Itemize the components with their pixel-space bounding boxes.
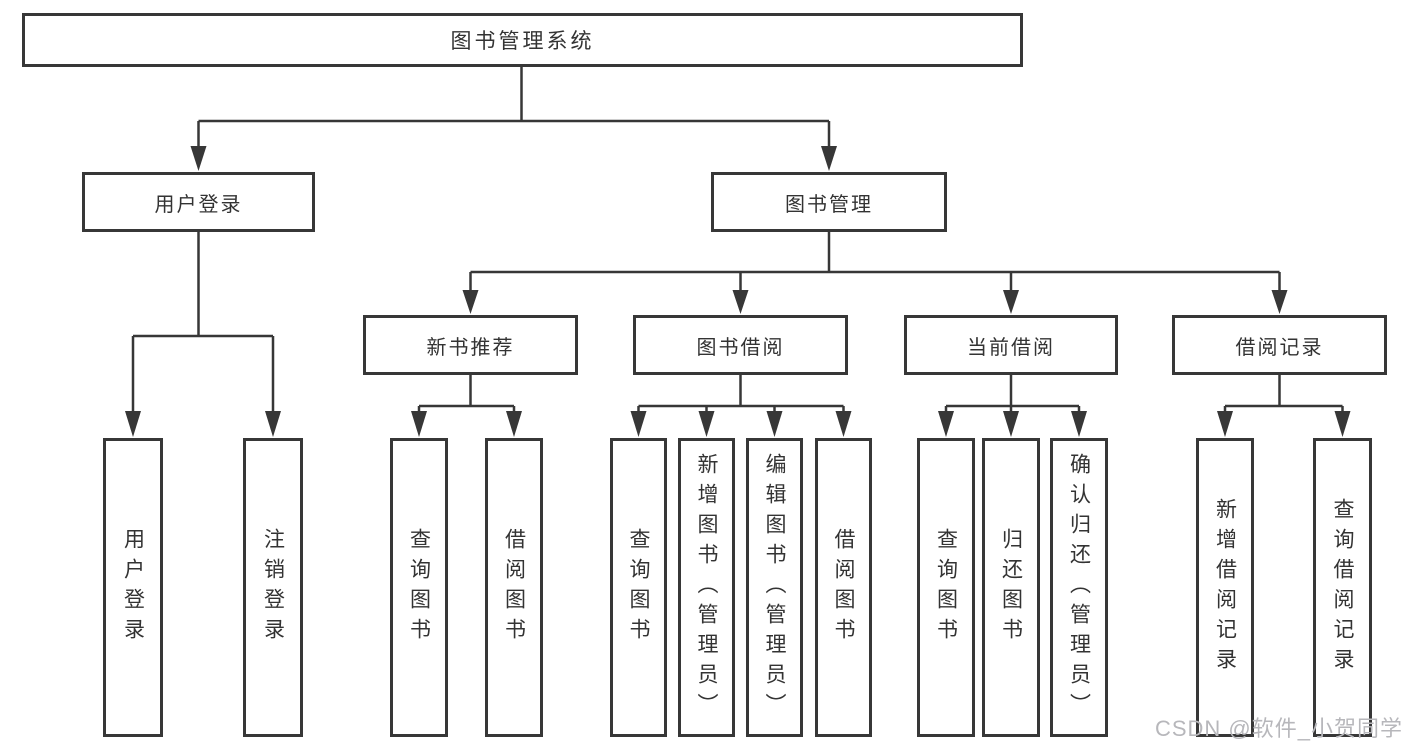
arrowhead: [1003, 411, 1019, 437]
leaf-add-book-admin: 新增图书（管理员）: [678, 438, 735, 737]
leaf-query-books-recommend: 查询图书: [390, 438, 448, 737]
arrowhead: [125, 411, 141, 437]
leaf-query-books-borrow-label: 查询图书: [627, 527, 650, 648]
leaf-edit-book-admin-label: 编辑图书（管理员）: [763, 452, 786, 723]
leaf-borrow-books-recommend-label: 借阅图书: [502, 527, 526, 648]
node-user-login: 用户登录: [82, 172, 315, 232]
leaf-logout: 注销登录: [243, 438, 303, 737]
node-book-management-label: 图书管理: [785, 193, 873, 216]
arrowhead: [1334, 411, 1351, 437]
leaf-query-books-current: 查询图书: [917, 438, 975, 737]
leaf-user-login-label: 用户登录: [121, 527, 145, 648]
node-current-borrow-label: 当前借阅: [967, 336, 1055, 359]
node-user-login-label: 用户登录: [154, 193, 243, 216]
leaf-return-book: 归还图书: [982, 438, 1040, 737]
arrowhead: [766, 411, 783, 437]
leaf-query-books-current-label: 查询图书: [934, 527, 958, 648]
node-root-label: 图书管理系统: [450, 30, 595, 53]
arrowhead: [1217, 411, 1233, 437]
leaf-query-books-borrow: 查询图书: [610, 438, 667, 737]
node-new-book-recommend-label: 新书推荐: [426, 336, 515, 359]
arrowhead: [732, 290, 749, 314]
arrowhead: [1003, 290, 1019, 314]
arrowhead: [630, 411, 647, 437]
arrowhead: [462, 290, 479, 314]
arrowhead: [190, 146, 207, 171]
leaf-add-book-admin-label: 新增图书（管理员）: [695, 452, 718, 723]
arrowhead: [938, 411, 954, 437]
leaf-borrow-books-borrow: 借阅图书: [815, 438, 872, 737]
arrowhead: [835, 411, 852, 437]
watermark: CSDN @软件_小贺同学: [1154, 716, 1403, 741]
leaf-borrow-books-borrow-label: 借阅图书: [832, 527, 855, 648]
arrowhead: [265, 411, 281, 437]
node-current-borrow: 当前借阅: [904, 315, 1118, 375]
leaf-query-borrow-record-label: 查询借阅记录: [1331, 497, 1354, 678]
leaf-logout-label: 注销登录: [261, 527, 285, 648]
node-root: 图书管理系统: [22, 13, 1023, 67]
leaf-confirm-return-admin-label: 确认归还（管理员）: [1067, 452, 1091, 723]
leaf-borrow-books-recommend: 借阅图书: [485, 438, 543, 737]
leaf-user-login: 用户登录: [103, 438, 163, 737]
node-borrow-records-label: 借阅记录: [1235, 336, 1324, 359]
leaf-query-books-recommend-label: 查询图书: [407, 527, 431, 648]
node-book-management: 图书管理: [711, 172, 947, 232]
leaf-query-borrow-record: 查询借阅记录: [1313, 438, 1372, 737]
arrowhead: [1271, 290, 1288, 314]
node-book-borrow-label: 图书借阅: [696, 336, 785, 359]
node-book-borrow: 图书借阅: [633, 315, 848, 375]
leaf-return-book-label: 归还图书: [999, 527, 1023, 648]
node-new-book-recommend: 新书推荐: [363, 315, 578, 375]
arrowhead: [698, 411, 715, 437]
leaf-confirm-return-admin: 确认归还（管理员）: [1050, 438, 1108, 737]
arrowhead: [411, 411, 427, 437]
arrowhead: [1071, 411, 1087, 437]
leaf-edit-book-admin: 编辑图书（管理员）: [746, 438, 803, 737]
arrowhead: [506, 411, 522, 437]
leaf-add-borrow-record-label: 新增借阅记录: [1213, 497, 1237, 678]
leaf-add-borrow-record: 新增借阅记录: [1196, 438, 1254, 737]
arrowhead: [821, 146, 837, 171]
node-borrow-records: 借阅记录: [1172, 315, 1387, 375]
